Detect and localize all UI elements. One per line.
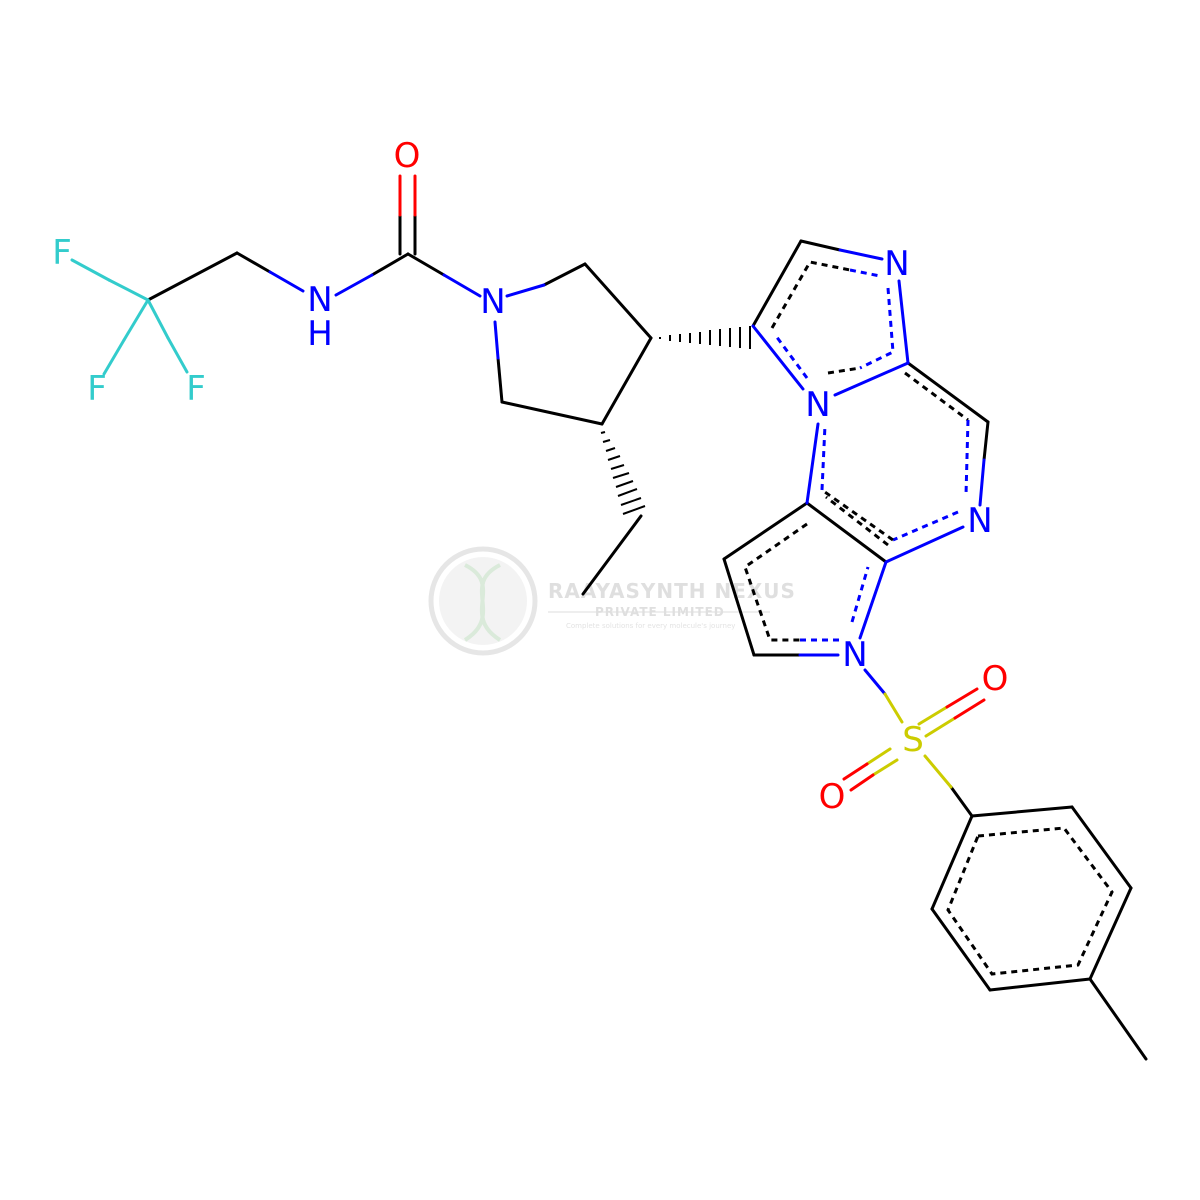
- watermark-subtitle: PRIVATE LIMITED: [595, 605, 725, 619]
- aromatic-bonds: [743, 260, 1114, 976]
- atom-f-1: F: [52, 233, 72, 273]
- atom-nh-n: N: [307, 280, 332, 320]
- atom-n-pyrrole: N: [842, 635, 867, 675]
- atom-f-2: F: [87, 369, 107, 409]
- atom-n-pyrazine: N: [967, 501, 992, 541]
- atom-n-imidazole-top: N: [884, 244, 909, 284]
- atom-o-sulfonyl-1: O: [982, 659, 1009, 699]
- atom-o-carbonyl: O: [394, 136, 421, 176]
- watermark: RAAYASYNTH NEXUS PRIVATE LIMITED Complet…: [428, 546, 795, 656]
- atom-n-imidazole-bridge: N: [805, 385, 830, 425]
- atom-f-3: F: [186, 369, 206, 409]
- watermark-logo-helix: [463, 563, 502, 642]
- hash-wedge-imidazole: [659, 326, 751, 349]
- atom-n-pyrrolidine: N: [480, 282, 505, 322]
- atom-s-sulfonyl: S: [902, 720, 924, 760]
- watermark-tagline: Complete solutions for every molecule's …: [566, 622, 735, 630]
- hash-wedge-ethyl: [600, 431, 646, 515]
- atom-nh-h: H: [307, 314, 333, 354]
- watermark-logo-ring: [428, 546, 538, 656]
- atom-labels: O F F F N H N N N N N S O O: [52, 136, 1008, 817]
- single-bonds: [146, 213, 1148, 1061]
- colored-bonds: [70, 174, 986, 792]
- atom-o-sulfonyl-2: O: [819, 777, 846, 817]
